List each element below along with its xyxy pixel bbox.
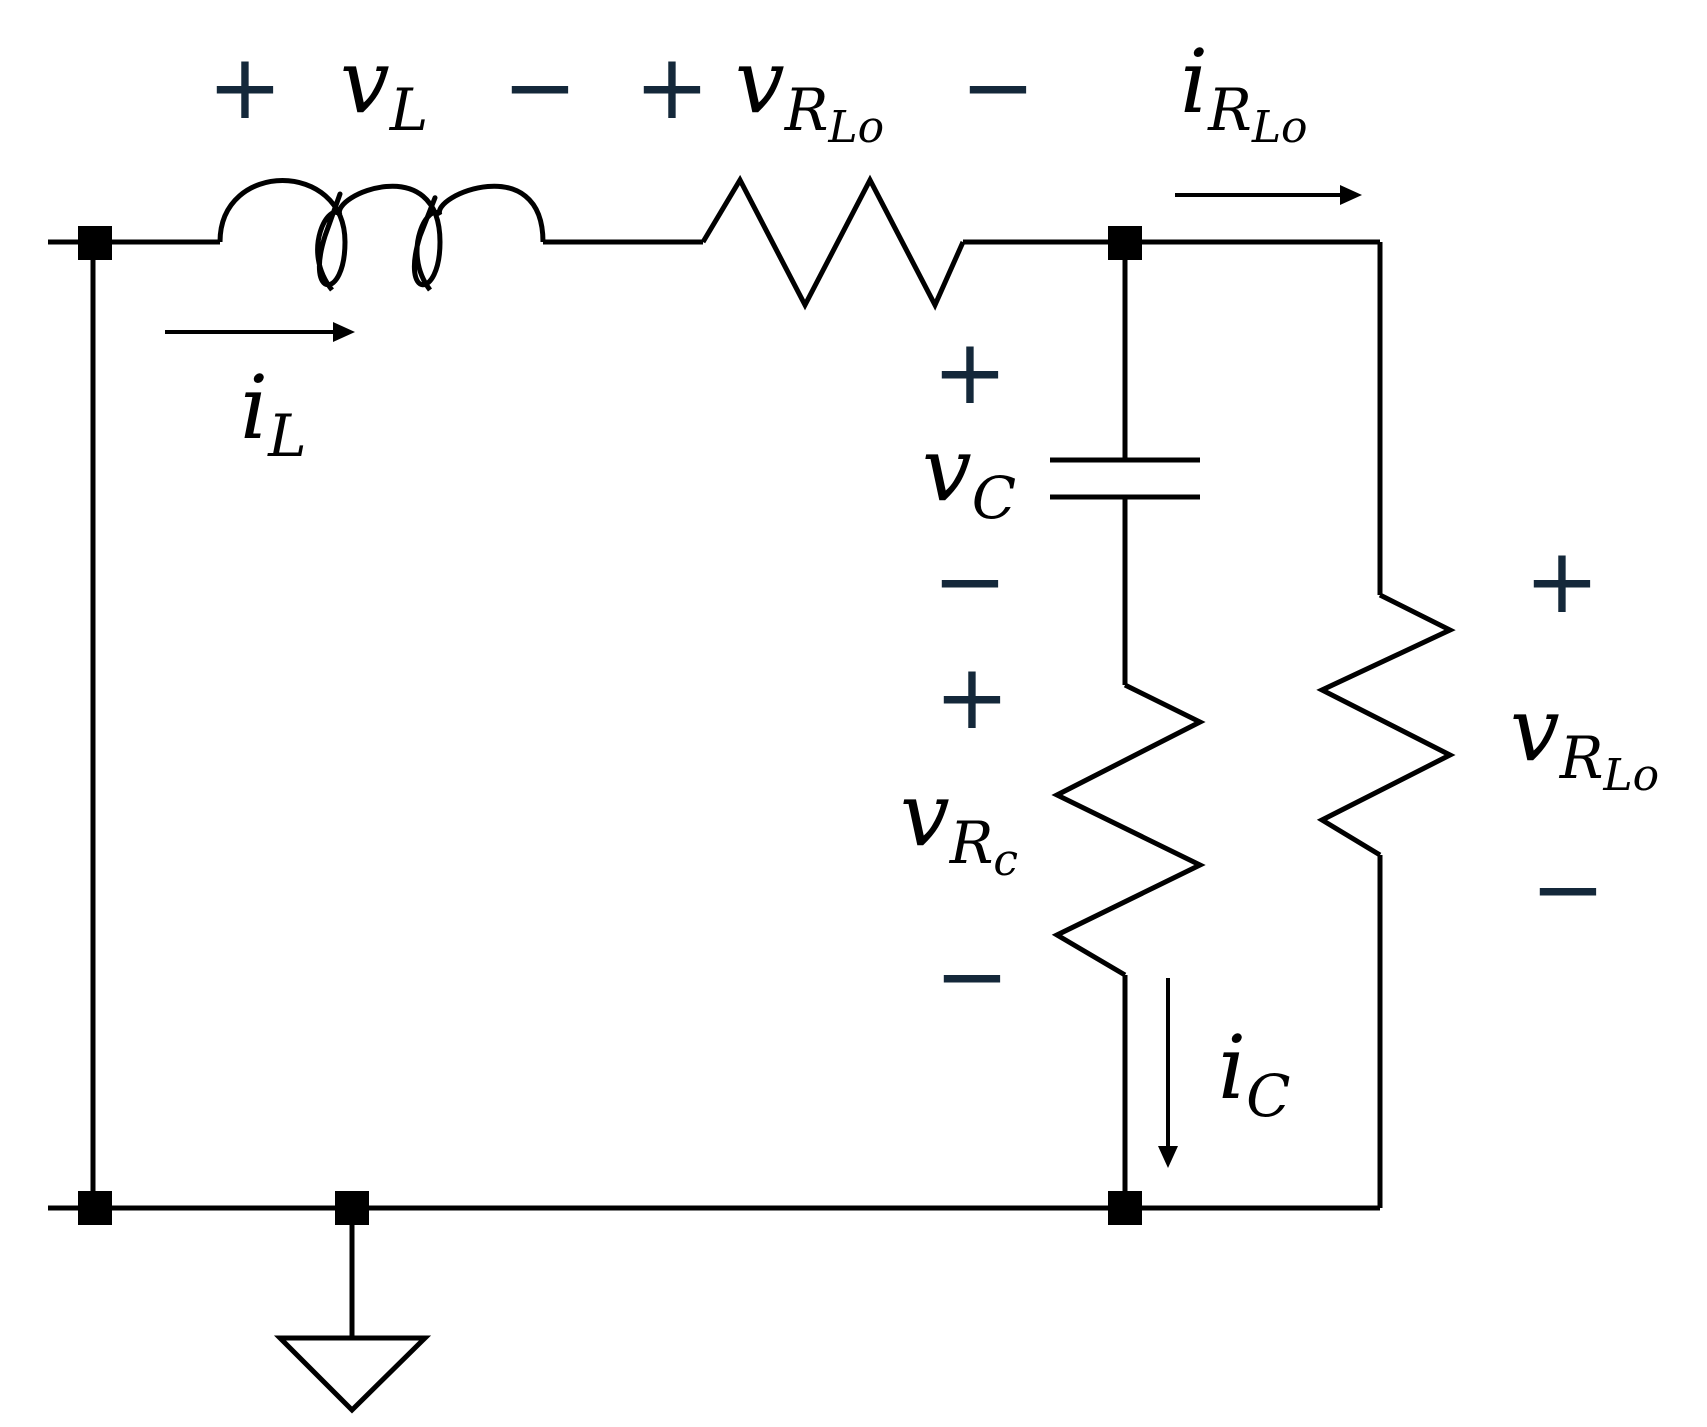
vL-plus: + [207,35,282,140]
inductor-coil [217,178,546,292]
esr-resistor [1051,682,1206,978]
vC-label: vC [922,418,1016,532]
vRLo-top-sub: R [784,76,829,144]
series-resistor [700,174,966,311]
vL-sub: L [389,76,429,144]
vC-plus: + [932,320,1007,425]
ground-symbol [273,1335,432,1414]
iRLo-subsub: Lo [1251,102,1308,153]
node-top-left [78,226,112,260]
vRLo-top-base: v [735,30,785,133]
vC-sub: C [972,464,1016,532]
iL-label: iL [240,356,307,470]
iRLo-sub: R [1207,76,1252,144]
wires [48,239,1383,1338]
vRc-sub: R [949,809,994,877]
vRLo-right-plus: + [1524,529,1599,634]
nodes [78,226,1142,1225]
node-bottom-right [1108,1191,1142,1225]
vRLo-right-label: vRLo [1510,678,1659,801]
variable-labels: vL vRLo iRLo iL vC vRc iC vRLo [240,30,1659,1130]
polarity-signs: + − + − + − + − + − [207,35,1605,1029]
vL-label: vL [340,30,428,144]
iC-arrow-head [1158,1146,1178,1168]
current-arrows [165,185,1362,1168]
vC-base: v [922,418,972,521]
node-top-right [1108,226,1142,260]
vRLo-right-minus: − [1530,837,1605,942]
vRc-label: vRc [900,763,1018,886]
capacitor [1050,457,1200,500]
vRLo-right-sub: R [1559,724,1604,792]
iRLo-base: i [1180,30,1208,133]
vRc-minus: − [934,924,1009,1029]
vRc-subsub: c [993,835,1018,886]
vRLo-right-subsub: Lo [1602,750,1659,801]
vRLo-top-subsub: Lo [827,102,884,153]
iC-label: iC [1218,1016,1291,1130]
vRLo-top-label: vRLo [735,30,884,153]
iL-sub: L [267,402,307,470]
vRc-base: v [900,763,950,866]
vL-minus: − [502,35,577,140]
vRLo-right-base: v [1510,678,1560,781]
iC-base: i [1218,1016,1246,1119]
vRLo-top-plus: + [634,35,709,140]
load-resistor [1316,592,1456,858]
iC-sub: C [1246,1062,1290,1130]
iL-base: i [240,356,268,459]
node-bottom-left [78,1191,112,1225]
vRLo-top-minus: − [960,35,1035,140]
inductor [217,178,546,292]
vRc-plus: + [934,645,1009,750]
vL-base: v [340,30,390,133]
iRLo-arrow-head [1340,185,1362,205]
iL-arrow-head [333,322,355,342]
iRLo-label: iRLo [1180,30,1308,153]
node-ground [335,1191,369,1225]
vC-minus: − [932,529,1007,634]
